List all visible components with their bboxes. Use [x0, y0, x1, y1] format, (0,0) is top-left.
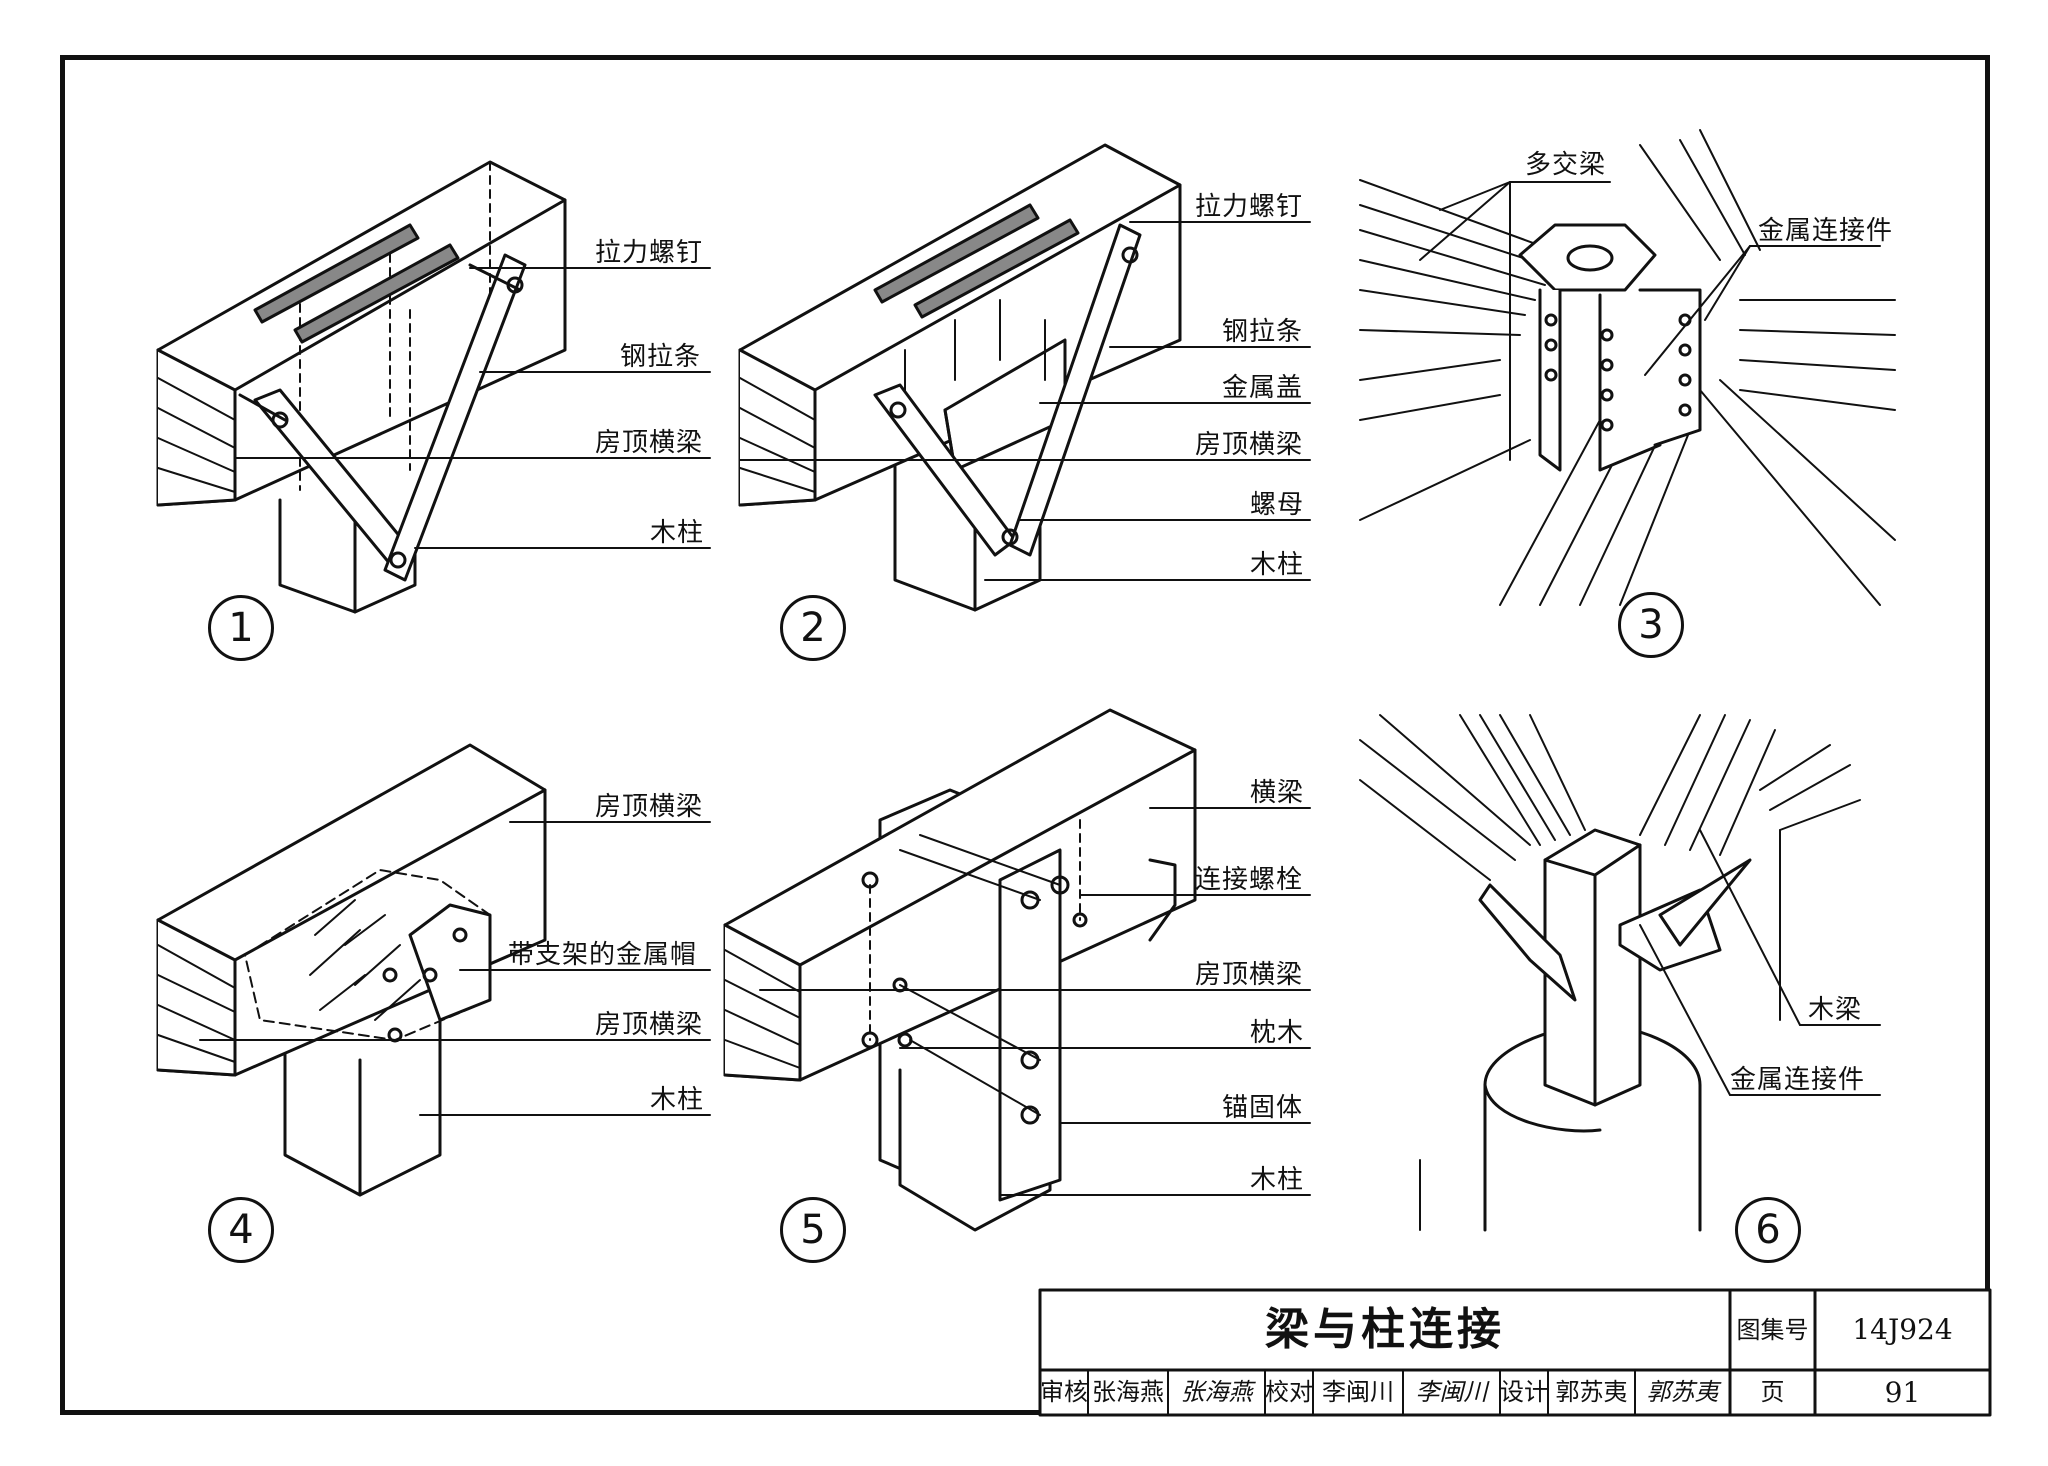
diagram-5-leaders	[759, 807, 1311, 1196]
drawing-frame	[60, 55, 1990, 1415]
d2-label-nut: 螺母	[1250, 490, 1305, 520]
d4-label-wood-column: 木柱	[650, 1085, 705, 1115]
design-label: 设计	[1500, 1378, 1548, 1406]
d2-label-wood-column: 木柱	[1250, 550, 1305, 580]
d5-label-anchor: 锚固体	[1222, 1093, 1304, 1123]
d6-label-wood-beam: 木梁	[1808, 995, 1863, 1025]
d2-label-steel-strap: 钢拉条	[1222, 317, 1304, 347]
designer-name: 郭苏夷	[1555, 1378, 1628, 1406]
diagram-2-number: 2	[780, 595, 846, 661]
diagram-5-number: 5	[780, 1197, 846, 1263]
d4-label-roof-beam-top: 房顶横梁	[595, 792, 704, 822]
diagram-3-number: 3	[1618, 592, 1684, 658]
d6-label-metal-connector: 金属连接件	[1730, 1065, 1866, 1095]
diagram-1-leaders	[234, 267, 711, 549]
reviewer-signature: 张海燕	[1180, 1378, 1253, 1406]
diagram-1-number: 1	[208, 595, 274, 661]
review-label: 审核	[1040, 1378, 1088, 1406]
diagram-6-number: 6	[1735, 1197, 1801, 1263]
d2-label-roof-beam: 房顶横梁	[1195, 430, 1304, 460]
diagram-3-drawing	[1359, 129, 1896, 606]
d1-label-lag-screw: 拉力螺钉	[595, 238, 704, 268]
check-label: 校对	[1265, 1378, 1313, 1406]
d2-label-lag-screw: 拉力螺钉	[1195, 192, 1304, 222]
designer-signature: 郭苏夷	[1646, 1378, 1719, 1406]
diagram-4-number: 4	[208, 1197, 274, 1263]
d5-label-crossbeam: 横梁	[1250, 778, 1305, 808]
d3-label-multi-beams: 多交梁	[1525, 150, 1607, 180]
diagram-3-leaders	[1419, 181, 1881, 461]
atlas-number: 14J924	[1852, 1313, 1953, 1346]
page-label: 页	[1760, 1378, 1785, 1406]
d5-label-roof-beam: 房顶横梁	[1195, 960, 1304, 990]
diagram-1-drawing	[156, 160, 567, 614]
d4-label-metal-cap: 带支架的金属帽	[508, 940, 698, 970]
reviewer-name: 张海燕	[1092, 1378, 1164, 1406]
checker-name: 李闽川	[1322, 1378, 1394, 1406]
title-block-signature-dividers	[1087, 1369, 1636, 1416]
atlas-number-label: 图集号	[1736, 1316, 1809, 1344]
drawing-title: 梁与柱连接	[1265, 1304, 1505, 1355]
diagram-6-leaders	[1639, 829, 1881, 1096]
d2-label-metal-cover: 金属盖	[1222, 373, 1304, 403]
d1-label-wood-column: 木柱	[650, 518, 705, 548]
diagram-4-drawing	[156, 743, 547, 1197]
diagram-2-leaders	[739, 221, 1311, 581]
diagram-4-leaders	[199, 821, 711, 1116]
diagram-5-drawing	[723, 708, 1197, 1232]
title-block: 梁与柱连接 图集号 14J924 审核 张海燕 张海燕 校对 李闽川 李闽川 设…	[1040, 1290, 1990, 1415]
d3-label-metal-connector: 金属连接件	[1758, 216, 1894, 246]
checker-signature: 李闽川	[1415, 1378, 1488, 1406]
diagram-6-drawing	[1359, 714, 1861, 1232]
d5-label-sleeper: 枕木	[1250, 1018, 1305, 1048]
diagram-3-connector	[1518, 223, 1702, 472]
d5-label-connecting-bolt: 连接螺栓	[1195, 865, 1304, 895]
d4-label-roof-beam: 房顶横梁	[595, 1010, 704, 1040]
page-number: 91	[1884, 1376, 1921, 1409]
d1-label-roof-beam: 房顶横梁	[595, 428, 704, 458]
diagram-2-drawing	[738, 143, 1182, 612]
d5-label-wood-column: 木柱	[1250, 1165, 1305, 1195]
d1-label-steel-strap: 钢拉条	[620, 342, 702, 372]
title-block-frame	[1038, 1288, 1992, 1417]
